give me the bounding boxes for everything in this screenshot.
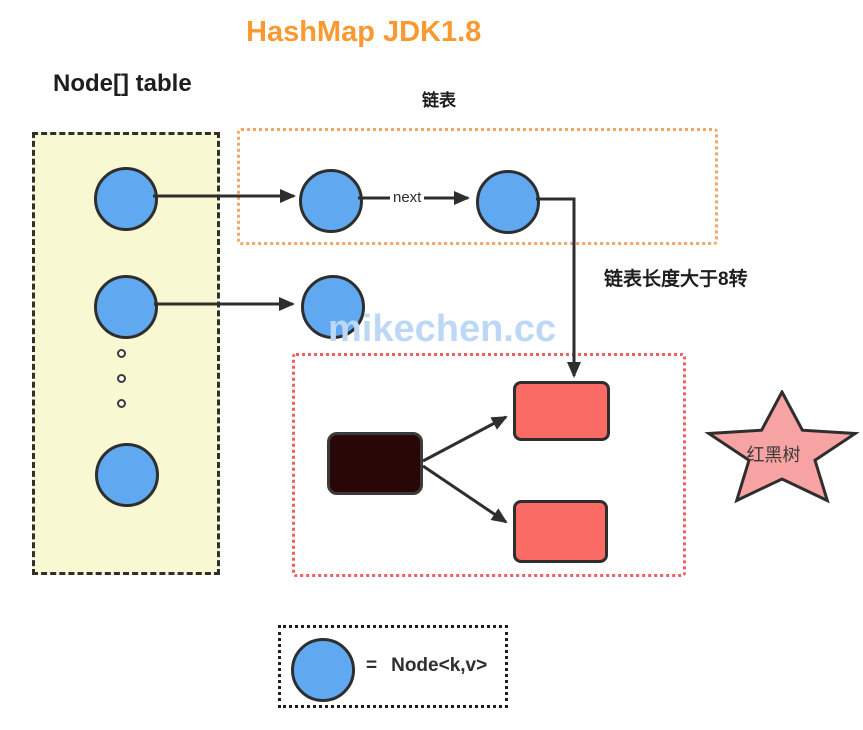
legend-node-circle: [291, 638, 355, 702]
linked-list-box: [237, 128, 718, 245]
ellipsis-dot: [117, 399, 126, 408]
legend-equals-sign: =: [366, 655, 378, 676]
linked-list-node-1: [299, 169, 363, 233]
legend-box: [278, 625, 508, 708]
next-pointer-label: next: [390, 189, 425, 206]
diagram-title: HashMap JDK1.8: [246, 16, 482, 48]
linked-list-node-2: [476, 170, 540, 234]
table-node-2: [94, 275, 158, 339]
ellipsis-dot: [117, 374, 126, 383]
row2-chain-node: [301, 275, 365, 339]
watermark: mikechen.cc: [328, 308, 557, 350]
linked-list-label: 链表: [422, 91, 456, 110]
rbtree-child-node-1: [513, 381, 610, 441]
star-shape: [704, 390, 860, 504]
legend-node-label: Node<k,v>: [391, 655, 488, 676]
legend-text: = Node<k,v>: [366, 655, 487, 677]
table-node-3: [95, 443, 159, 507]
star-label: 红黑树: [746, 445, 801, 465]
table-node-1: [94, 167, 158, 231]
node-table-label: Node[] table: [53, 70, 192, 97]
rbtree-root-node: [327, 432, 423, 495]
rbtree-child-node-2: [513, 500, 608, 563]
red-black-tree-box: [292, 353, 686, 577]
conversion-note: 链表长度大于8转: [604, 269, 748, 290]
ellipsis-dot: [117, 349, 126, 358]
